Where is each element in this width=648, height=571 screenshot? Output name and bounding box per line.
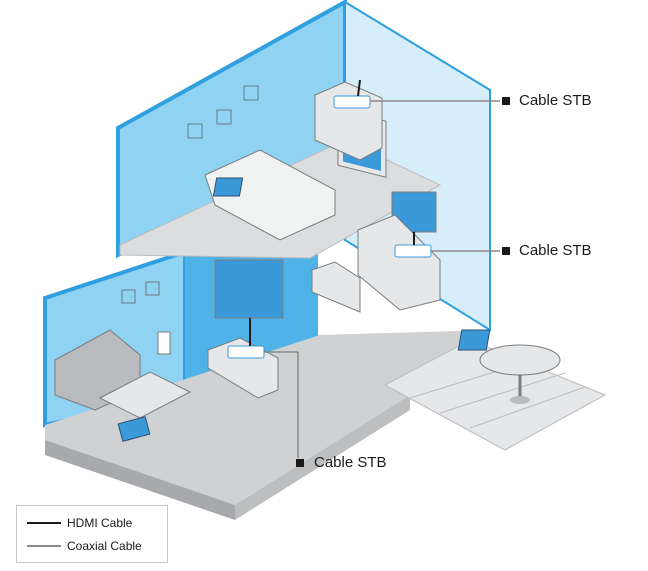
hdmi-cable [357,79,361,97]
patio-table-base [510,396,530,404]
laptop-icon [212,177,244,197]
picture-frame-icon [121,289,136,304]
downstairs-tv [214,259,284,319]
legend-coax-row: Coaxial Cable [27,537,142,555]
upstairs-stb-icon [333,95,371,109]
callout-bullet [296,459,304,467]
picture-frame-icon [145,281,160,296]
tablet-icon [117,416,151,442]
coffee-table-icon [98,371,192,419]
stb-label-top: Cable STB [519,92,592,109]
legend-hdmi-row: HDMI Cable [27,514,132,532]
desk-icon [311,261,361,313]
downstairs-stb-icon [227,345,265,359]
stb-label-bottom: Cable STB [314,454,387,471]
callout-bullet [502,247,510,255]
ground-floor-edge-right [235,395,410,520]
bed-icon [204,149,336,241]
legend-coax-label: Coaxial Cable [67,539,142,553]
patio-table-icon [479,344,561,376]
legend-hdmi-label: HDMI Cable [67,516,133,530]
deck-plank [469,386,586,429]
picture-frame-icon [187,123,203,139]
picture-frame-icon [243,85,259,101]
coax-line-swatch [27,545,61,547]
stb-label-middle: Cable STB [519,242,592,259]
hdmi-line-swatch [27,522,61,524]
legend: HDMI Cable Coaxial Cable [16,505,168,563]
deck-plank [439,372,566,414]
game-console-icon [157,331,171,355]
ground-floor [45,330,490,505]
picture-frame-icon [216,109,232,125]
bookshelf-icon [357,214,441,311]
callout-bullet [502,97,510,105]
middle-stb-icon [394,244,432,258]
ground-floor-edge [45,440,235,520]
patio-laptop-icon [457,329,491,351]
